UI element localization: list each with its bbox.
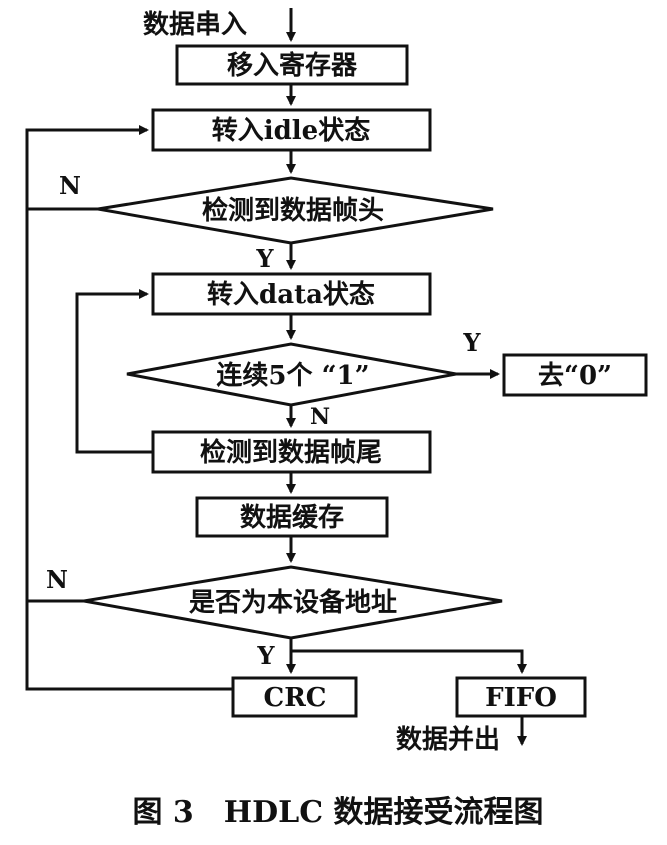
buffer-label: 数据缓存 xyxy=(240,502,344,533)
remove-zero-box xyxy=(502,353,648,397)
head-yes-label: Y xyxy=(255,244,274,273)
head-no-loop xyxy=(25,125,149,211)
data-state-label: 转入data状态 xyxy=(207,279,375,310)
idle-state-label: 转入idle状态 xyxy=(212,115,370,146)
figure-caption: 图 3 HDLC 数据接受流程图 xyxy=(132,795,543,830)
idle-state-box xyxy=(151,108,432,152)
detect-tail-label: 检测到数据帧尾 xyxy=(200,437,382,468)
data-state-box xyxy=(151,272,432,316)
crc-loop xyxy=(25,209,233,691)
remove-zero-label: 去“0” xyxy=(538,361,612,391)
addr-check-label: 是否为本设备地址 xyxy=(189,588,397,618)
output-label: 数据并出 xyxy=(396,724,500,755)
tail-loop xyxy=(75,289,153,454)
fifo-label: FIFO xyxy=(485,683,557,713)
arrow-addr-fifo xyxy=(291,649,527,674)
crc-box xyxy=(231,676,358,718)
addr-yes-label: Y xyxy=(256,641,275,670)
addr-check-diamond xyxy=(83,565,503,640)
detect-head-label: 检测到数据帧头 xyxy=(202,195,384,226)
crc-label: CRC xyxy=(264,683,327,713)
ones-no-label: N xyxy=(310,404,330,430)
ones-yes-label: Y xyxy=(462,328,481,357)
input-label: 数据串入 xyxy=(143,10,247,40)
detect-tail-box xyxy=(151,430,432,474)
head-no-label: N xyxy=(59,171,81,200)
shift-in-label: 移入寄存器 xyxy=(227,50,358,81)
detect-head-diamond xyxy=(97,176,494,245)
five-ones-label: 连续5个 “1” xyxy=(216,360,369,391)
addr-no-label: N xyxy=(46,565,68,594)
